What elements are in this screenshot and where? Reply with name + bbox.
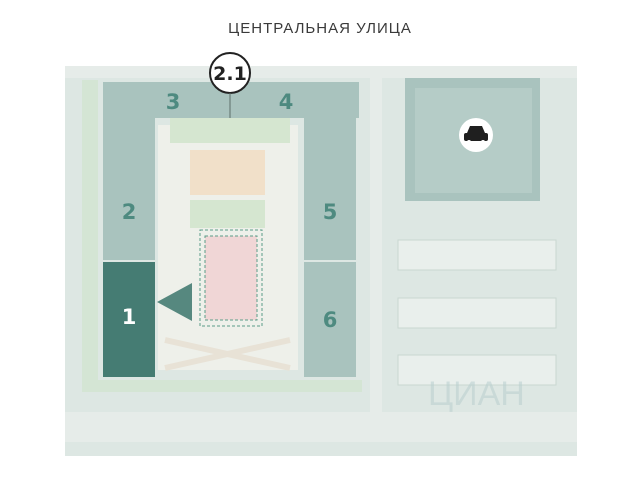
view-direction-marker: [157, 283, 192, 321]
building-label-3: 3: [166, 90, 181, 114]
building-2[interactable]: [103, 155, 155, 260]
parking-lot-1: [397, 239, 557, 271]
building-1-selected[interactable]: [103, 262, 155, 377]
building-label-5: 5: [323, 200, 338, 224]
building-6[interactable]: [304, 262, 356, 377]
road-east: [370, 78, 382, 412]
car-icon: [459, 118, 493, 152]
street-label: ЦЕНТРАЛЬНАЯ УЛИЦА: [228, 20, 412, 37]
parking-garage[interactable]: [405, 78, 540, 201]
building-label-4: 4: [279, 90, 294, 114]
building-callout-label: 2.1: [213, 63, 247, 85]
road-south: [65, 412, 577, 442]
playground-area: [190, 150, 265, 195]
path-diagonal-2: [164, 337, 291, 371]
building-label-2: 2: [122, 200, 137, 224]
building-east-upper-wing: [304, 118, 356, 155]
lawn-area: [190, 200, 265, 228]
watermark: ЦИАН: [428, 375, 525, 413]
road-north: [65, 66, 577, 78]
courtyard-lawn: [170, 118, 290, 143]
building-5[interactable]: [304, 155, 356, 260]
building-west-upper-wing: [103, 118, 155, 155]
sports-field: [204, 235, 258, 321]
green-strip-west: [82, 80, 98, 380]
sports-field-border: [199, 229, 263, 327]
parking-lot-2: [397, 297, 557, 329]
building-label-1: 1: [122, 305, 137, 329]
green-strip-south: [82, 380, 362, 392]
building-callout[interactable]: 2.1: [209, 52, 251, 94]
parking-lot-3: [397, 354, 557, 386]
building-label-6: 6: [323, 308, 338, 332]
